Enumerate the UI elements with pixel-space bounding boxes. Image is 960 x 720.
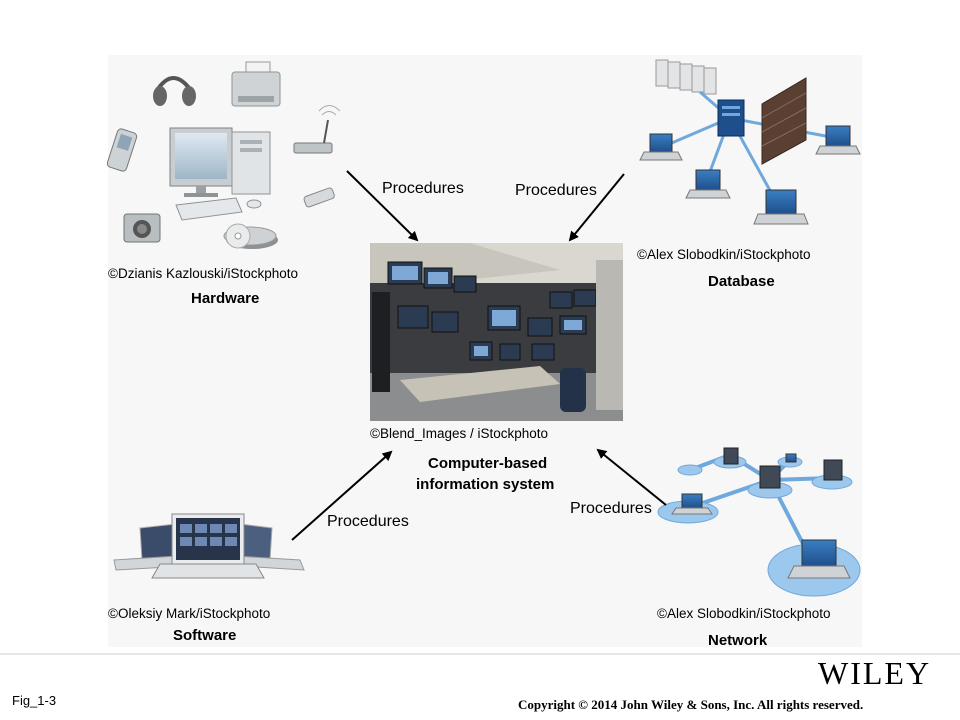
office-chair xyxy=(560,368,586,412)
arrow-network-to-center xyxy=(596,448,667,506)
mouse-icon xyxy=(246,199,262,209)
arrow-hardware-to-center xyxy=(346,170,419,242)
laptop-icon xyxy=(151,513,265,579)
hardware-title: Hardware xyxy=(191,290,260,307)
usb-drive-icon xyxy=(303,187,335,208)
mobile-phone-icon xyxy=(106,128,138,172)
figure-label: Fig_1-3 xyxy=(12,693,57,708)
laptop-icon xyxy=(753,189,809,225)
database-illustration xyxy=(639,59,861,225)
router-icon xyxy=(293,105,341,154)
center-credit: ©Blend_Images / iStockphoto xyxy=(370,426,549,441)
disc-stack-icon xyxy=(223,223,278,249)
copyright-notice: Copyright © 2014 John Wiley & Sons, Inc.… xyxy=(518,697,864,712)
center-title-line1: Computer-based xyxy=(428,455,548,472)
hardware-illustration xyxy=(106,61,341,249)
arrow-software-to-center xyxy=(291,450,393,541)
laptop-icon xyxy=(671,493,713,515)
laptop-icon xyxy=(235,523,305,571)
computer-tower-icon xyxy=(231,131,271,195)
software-title: Software xyxy=(173,627,237,644)
laptop-icon xyxy=(685,169,731,199)
server-icon xyxy=(717,99,745,137)
monitor-icon xyxy=(169,127,233,197)
laptop-icon xyxy=(785,453,797,463)
software-illustration xyxy=(113,513,305,579)
network-credit: ©Alex Slobodkin/iStockphoto xyxy=(657,606,831,621)
laptop-icon xyxy=(639,133,683,161)
procedures-label-top-right: Procedures xyxy=(515,182,597,199)
procedures-label-top-left: Procedures xyxy=(382,180,464,197)
laptop-icon xyxy=(815,125,861,155)
control-room-photo xyxy=(370,243,623,421)
storage-array-icon xyxy=(655,59,717,95)
keyboard-icon xyxy=(175,197,262,221)
wiley-logo: WILEY xyxy=(818,655,932,691)
printer-icon xyxy=(231,61,281,107)
database-title: Database xyxy=(708,273,775,290)
software-credit: ©Oleksiy Mark/iStockphoto xyxy=(108,606,271,621)
network-illustration xyxy=(657,447,861,597)
procedures-label-bottom-left: Procedures xyxy=(327,513,409,530)
firewall-icon xyxy=(761,77,807,165)
center-title-line2: information system xyxy=(416,476,555,493)
arrow-database-to-center xyxy=(568,173,625,242)
procedures-label-bottom-right: Procedures xyxy=(570,500,652,517)
server-icon xyxy=(723,447,843,489)
laptop-icon xyxy=(787,539,851,579)
network-title: Network xyxy=(708,632,768,649)
camera-icon xyxy=(123,213,161,243)
hardware-credit: ©Dzianis Kazlouski/iStockphoto xyxy=(108,266,299,281)
headphones-icon xyxy=(153,76,196,106)
database-credit: ©Alex Slobodkin/iStockphoto xyxy=(637,247,811,262)
